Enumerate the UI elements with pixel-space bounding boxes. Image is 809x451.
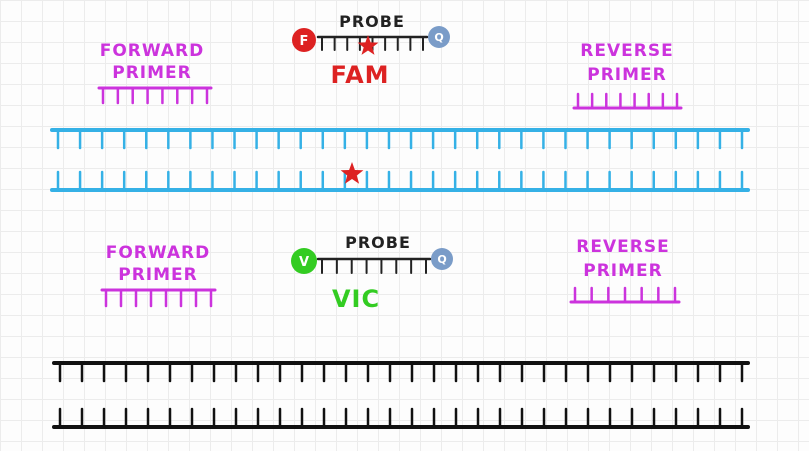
vic-dye-label: VIC	[332, 285, 380, 313]
fam-forward-primer-label-line1: FORWARD	[100, 41, 205, 61]
fam-reverse-primer	[572, 92, 683, 110]
fam-forward-primer-label-line2: PRIMER	[112, 63, 192, 83]
star-icon	[340, 162, 364, 184]
vic-forward-primer-label-line2: PRIMER	[118, 265, 198, 285]
vic-forward-primer	[100, 288, 217, 308]
vic-fluor-letter: V	[299, 255, 309, 270]
vic-panel: FORWARD PRIMER REVERSE PRIMER PROBE V Q …	[52, 233, 750, 429]
vic-probe	[316, 257, 432, 274]
vic-forward-primer-label-line1: FORWARD	[106, 243, 211, 263]
fam-probe	[316, 35, 429, 51]
vic-reverse-primer-label-line1: REVERSE	[576, 237, 669, 257]
vic-dna-double-strand	[52, 361, 750, 429]
fam-fluor-letter: F	[300, 34, 309, 49]
fam-quencher-letter: Q	[434, 31, 443, 44]
star-icon	[357, 35, 379, 55]
fam-reverse-primer-label-line1: REVERSE	[580, 41, 673, 61]
vic-reverse-primer	[569, 286, 681, 304]
vic-reverse-primer-label-line2: PRIMER	[583, 261, 663, 281]
fluorophore-circle-icon	[292, 28, 316, 52]
fam-reverse-primer-label-line2: PRIMER	[587, 65, 667, 85]
fam-dna-double-strand	[50, 128, 750, 192]
fam-panel: FORWARD PRIMER REVERSE PRIMER PROBE F Q …	[50, 12, 750, 192]
vic-quencher-letter: Q	[437, 253, 446, 266]
quencher-circle-icon	[431, 248, 453, 270]
vic-probe-label: PROBE	[345, 233, 411, 252]
quencher-circle-icon	[428, 26, 450, 48]
fam-probe-label: PROBE	[339, 12, 405, 31]
fluorophore-circle-icon	[291, 248, 317, 274]
fam-dye-label: FAM	[330, 61, 389, 89]
fam-forward-primer	[97, 86, 213, 105]
